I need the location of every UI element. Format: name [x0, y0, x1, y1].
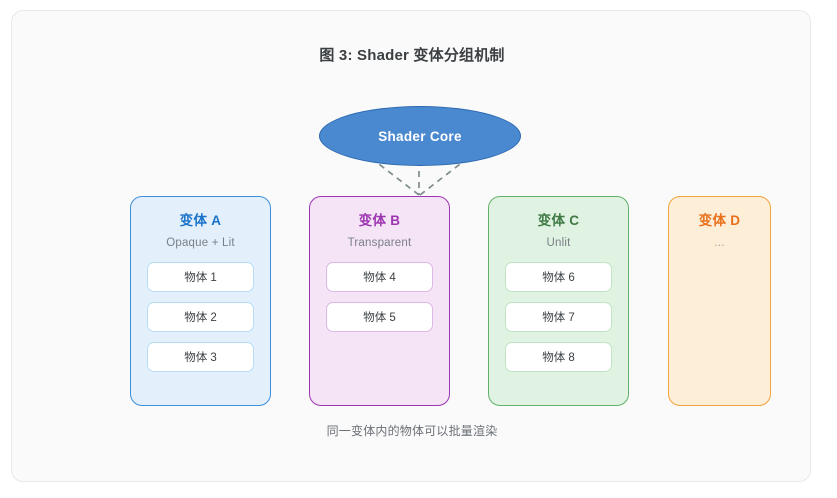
variant-a-subtitle: Opaque + Lit — [166, 237, 235, 249]
variant-b-item-list: 物体 4 物体 5 — [310, 262, 449, 332]
figure-title: 图 3: Shader 变体分组机制 — [319, 47, 505, 64]
list-item[interactable]: 物体 4 — [326, 262, 433, 292]
list-item[interactable]: 物体 7 — [505, 302, 612, 332]
diagram-card: 图 3: Shader 变体分组机制 Shader Core 变体 A Opaq… — [11, 10, 811, 482]
list-item[interactable]: 物体 1 — [147, 262, 254, 292]
list-item[interactable]: 物体 3 — [147, 342, 254, 372]
variant-c-subtitle: Unlit — [546, 237, 571, 249]
variant-d-subtitle: ... — [714, 237, 725, 249]
variant-group-b[interactable]: 变体 B Transparent 物体 4 物体 5 — [309, 196, 450, 406]
variant-group-d[interactable]: 变体 D ... — [668, 196, 771, 406]
variant-a-item-list: 物体 1 物体 2 物体 3 — [131, 262, 270, 372]
list-item[interactable]: 物体 5 — [326, 302, 433, 332]
variant-group-a[interactable]: 变体 A Opaque + Lit 物体 1 物体 2 物体 3 — [130, 196, 271, 406]
variant-d-title: 变体 D — [698, 213, 741, 228]
list-item[interactable]: 物体 6 — [505, 262, 612, 292]
shader-core-label: Shader Core — [378, 128, 462, 144]
variant-group-c[interactable]: 变体 C Unlit 物体 6 物体 7 物体 8 — [488, 196, 629, 406]
shader-core-node[interactable]: Shader Core — [319, 106, 521, 166]
list-item[interactable]: 物体 2 — [147, 302, 254, 332]
variant-c-item-list: 物体 6 物体 7 物体 8 — [489, 262, 628, 372]
figure-footer-note: 同一变体内的物体可以批量渲染 — [326, 424, 498, 438]
variant-c-title: 变体 C — [537, 213, 580, 228]
variant-b-title: 变体 B — [358, 213, 401, 228]
variant-b-subtitle: Transparent — [347, 237, 412, 249]
list-item[interactable]: 物体 8 — [505, 342, 612, 372]
variant-a-title: 变体 A — [179, 213, 222, 228]
